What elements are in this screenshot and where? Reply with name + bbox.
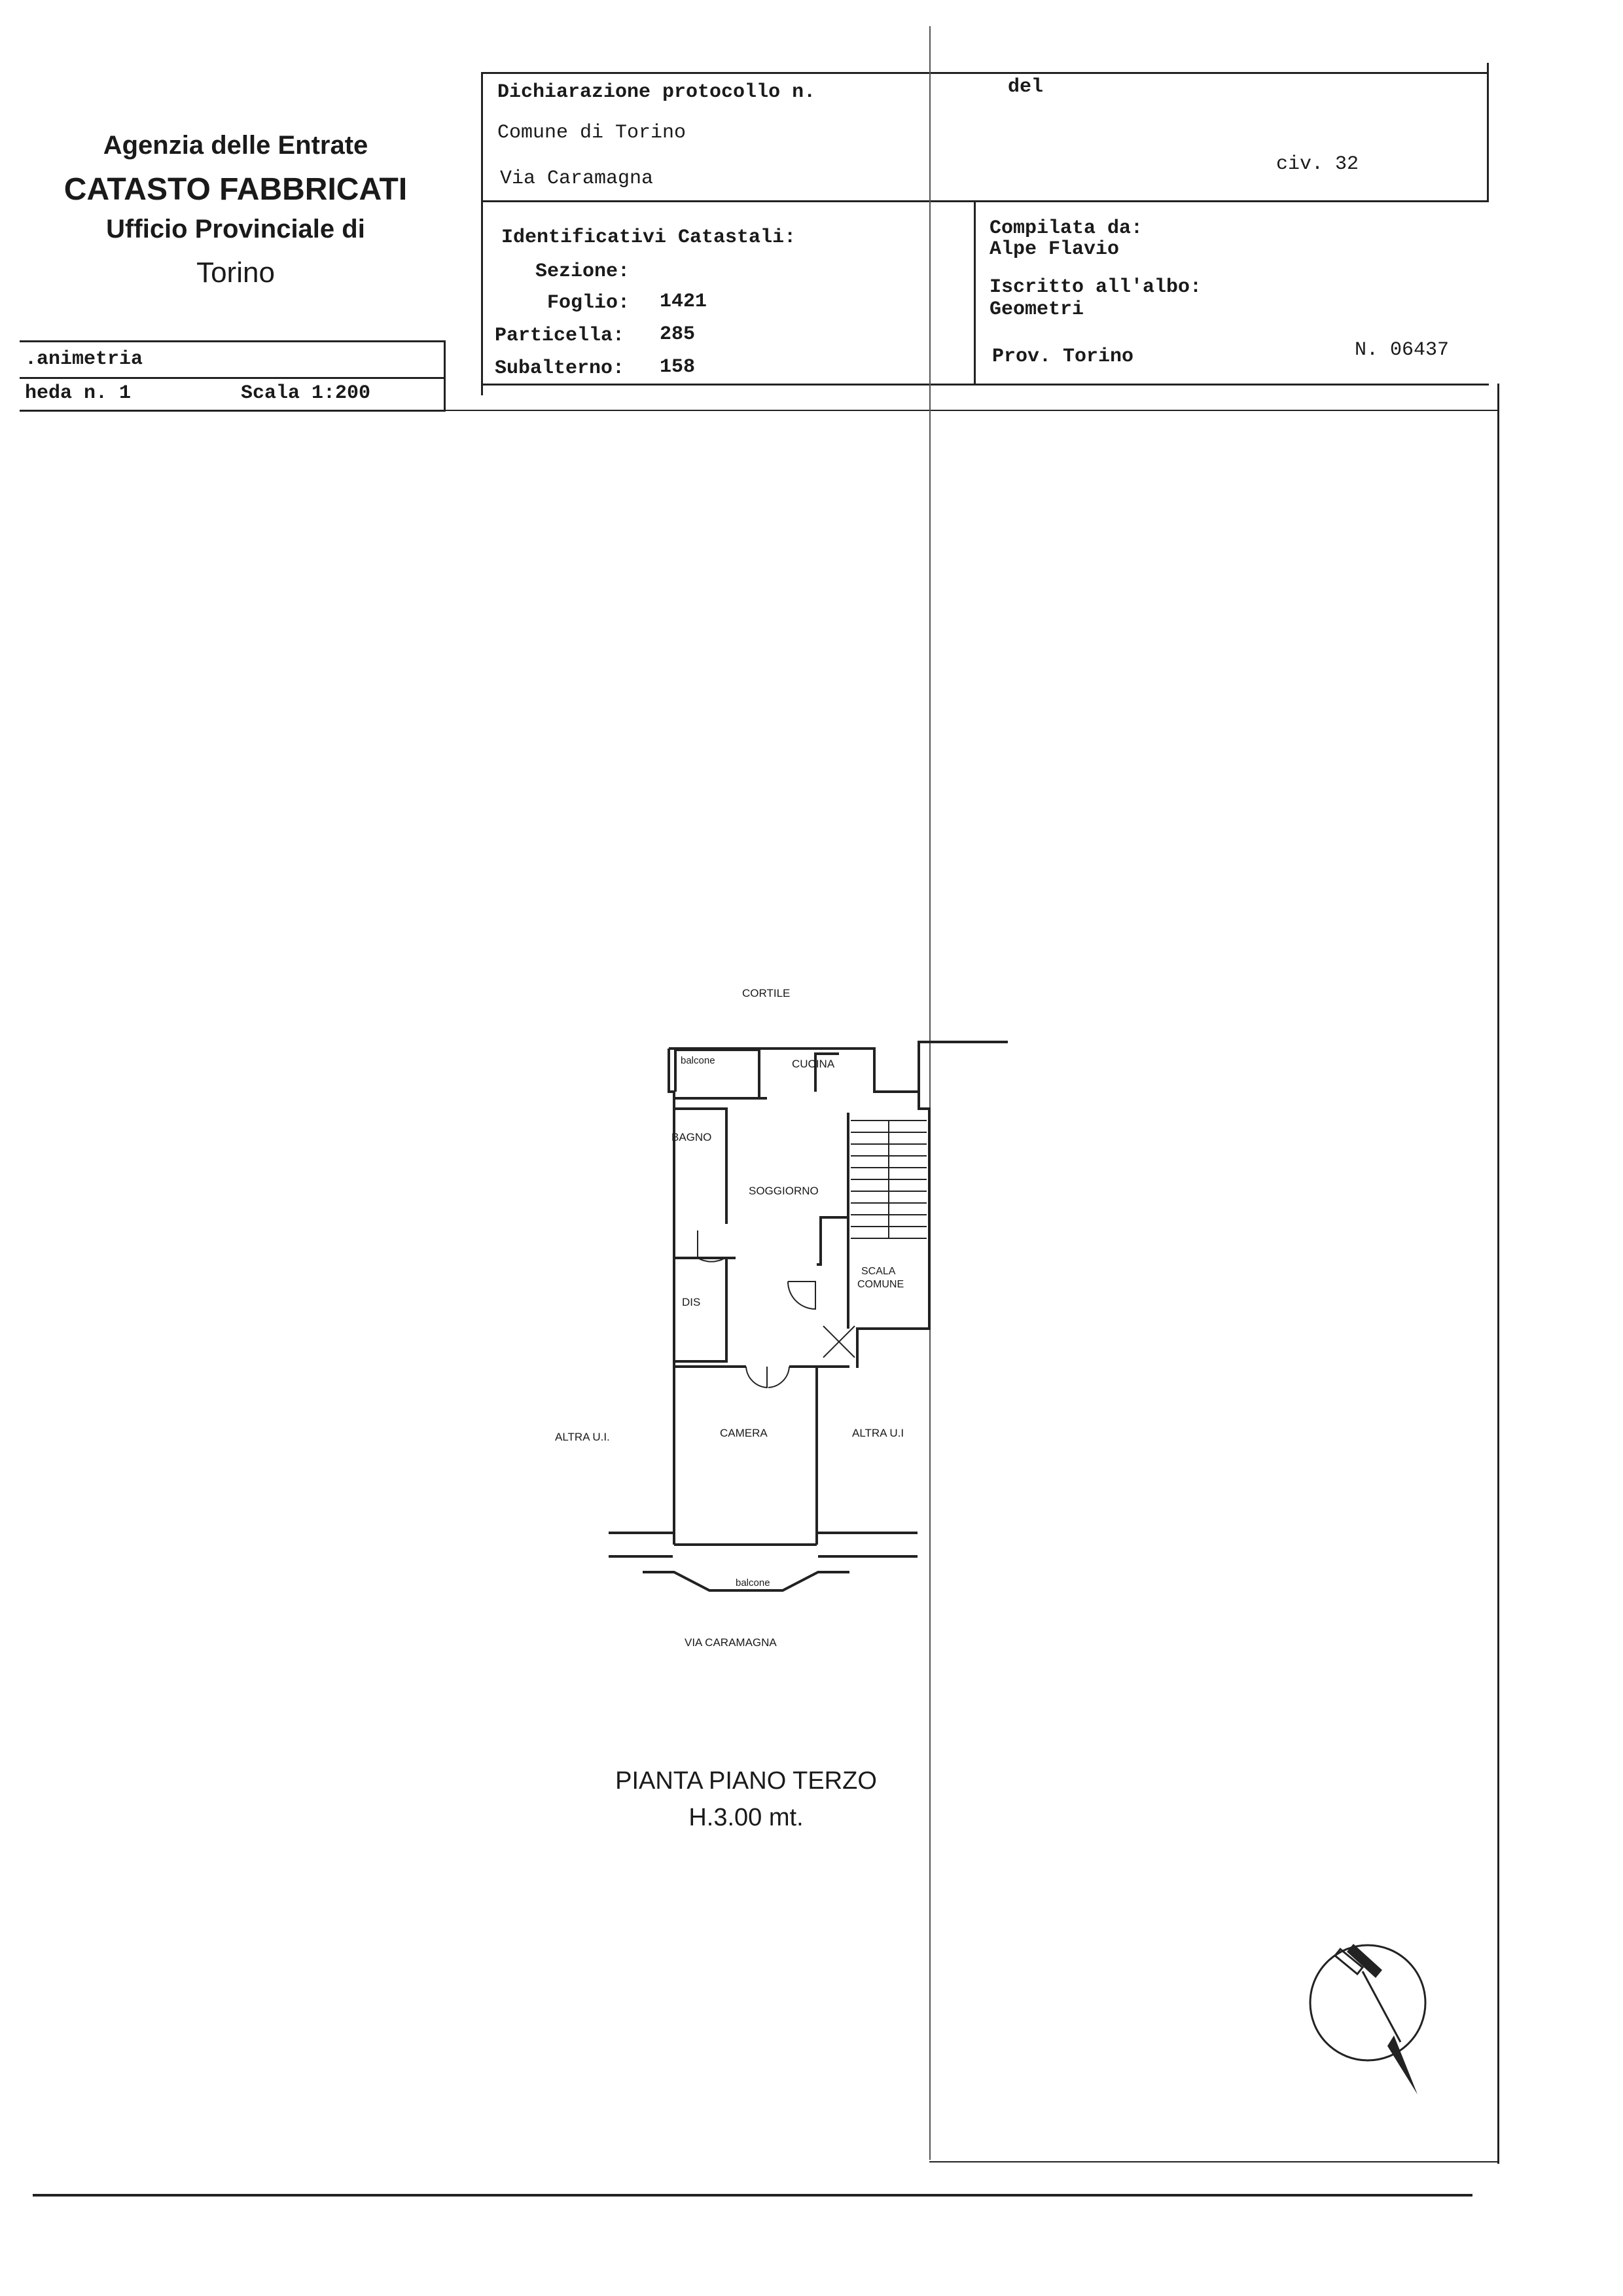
camera-label: CAMERA [720, 1427, 768, 1439]
form-right-border [1487, 63, 1489, 202]
bagno-label: BAGNO [671, 1131, 712, 1143]
sheet-top-border [20, 410, 1499, 411]
left-box-mid-border [20, 377, 445, 379]
scala-comune-label-2: COMUNE [857, 1279, 904, 1290]
iscritto-label: Iscritto all'albo: [990, 276, 1202, 298]
form-bottom-border [481, 384, 1489, 386]
altra-ui-right-label: ALTRA U.I [852, 1427, 904, 1439]
plan-height: H.3.00 mt. [688, 1804, 804, 1831]
sheet-right-border [1497, 384, 1499, 2164]
via-label: Via Caramagna [500, 168, 654, 190]
fold-line [929, 26, 931, 2160]
identificativi-title: Identificativi Catastali: [501, 226, 796, 249]
cortile-label: CORTILE [742, 987, 791, 999]
left-box-right-border [444, 340, 446, 412]
dis-label: DIS [682, 1296, 701, 1308]
page-bottom-line [33, 2194, 1472, 2197]
sheet-bottom-border [929, 2161, 1499, 2162]
catasto-title: CATASTO FABBRICATI [63, 172, 408, 207]
form-divider [974, 200, 976, 386]
planimetria-label: .animetria [25, 348, 143, 370]
particella-label: Particella: [495, 325, 625, 347]
scala-label: Scala 1:200 [241, 382, 371, 404]
ufficio-label: Ufficio Provinciale di [106, 215, 365, 243]
north-arrow-icon [1309, 1944, 1427, 2094]
plan-walls [609, 1041, 1008, 1592]
balcone-top-label: balcone [681, 1055, 715, 1066]
compilata-name: Alpe Flavio [990, 238, 1120, 260]
foglio-value: 1421 [660, 291, 707, 313]
form-top-border [481, 72, 1489, 74]
scheda-label: heda n. 1 [25, 382, 132, 404]
via-caramagna-label: VIA CARAMAGNA [685, 1636, 777, 1649]
left-box-top-border [20, 340, 445, 342]
stair-treads [823, 1120, 927, 1358]
altra-ui-left-label: ALTRA U.I. [555, 1431, 610, 1443]
foglio-label: Foglio: [547, 292, 630, 314]
albo-value: Geometri [990, 298, 1084, 321]
soggiorno-label: SOGGIORNO [749, 1185, 819, 1197]
door-swings [697, 1230, 816, 1389]
agency-name: Agenzia delle Entrate [103, 131, 368, 160]
del-label: del [1008, 76, 1044, 98]
compilata-title: Compilata da: [990, 217, 1143, 240]
form-left-border [481, 72, 483, 395]
albo-number: N. 06437 [1355, 339, 1450, 361]
subalterno-label: Subalterno: [495, 357, 625, 380]
subalterno-value: 158 [660, 356, 696, 378]
comune-label: Comune di Torino [497, 122, 687, 144]
scala-comune-label-1: SCALA [861, 1266, 896, 1277]
cucina-label: CUCINA [792, 1058, 835, 1070]
plan-caption: PIANTA PIANO TERZO [615, 1767, 877, 1795]
balcone-bottom-label: balcone [736, 1577, 770, 1588]
sezione-label: Sezione: [535, 260, 630, 283]
civico-label: civ. 32 [1276, 153, 1359, 175]
ufficio-city: Torino [196, 257, 275, 289]
particella-value: 285 [660, 323, 696, 346]
form-mid-border [481, 200, 1489, 202]
provincia-label: Prov. Torino [992, 346, 1134, 368]
protocollo-label: Dichiarazione protocollo n. [497, 81, 816, 103]
